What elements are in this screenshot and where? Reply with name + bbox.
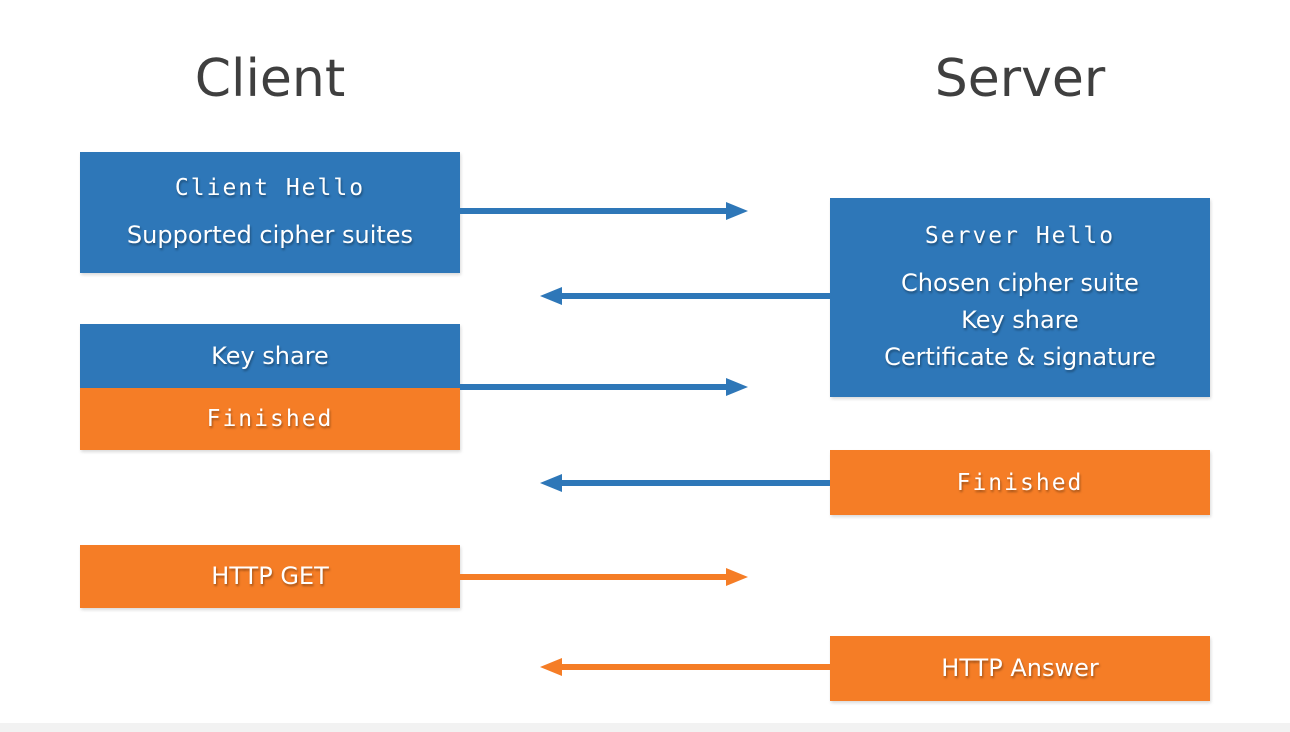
arrow-shaft — [561, 293, 830, 299]
key-share-finished-arrow-right — [460, 378, 748, 396]
server-hello-detail-keyshare: Key share — [961, 306, 1079, 334]
client-hello-detail: Supported cipher suites — [126, 221, 414, 249]
arrow-head-icon — [726, 568, 748, 586]
http-answer-label: HTTP Answer — [941, 654, 1099, 682]
http-answer-arrow-left — [540, 658, 830, 676]
client-finished-label: Finished — [206, 406, 334, 432]
arrow-head-icon — [726, 378, 748, 396]
server-hello-arrow-left — [540, 287, 830, 305]
http-get-label: HTTP GET — [211, 562, 329, 590]
client-hello-arrow-right — [460, 202, 748, 220]
arrow-shaft — [561, 664, 830, 670]
server-heading: Server — [934, 49, 1106, 109]
server-hello-detail-cipher: Chosen cipher suite — [901, 269, 1139, 297]
client-hello-box: Client Hello Supported cipher suites — [80, 152, 460, 273]
server-hello-box: Server Hello Chosen cipher suite Key sha… — [830, 198, 1210, 397]
arrow-head-icon — [540, 287, 562, 305]
arrow-shaft — [460, 384, 727, 390]
server-hello-title: Server Hello — [924, 223, 1116, 249]
server-finished-arrow-left — [540, 474, 830, 492]
arrow-shaft — [460, 208, 727, 214]
http-answer-box: HTTP Answer — [830, 636, 1210, 701]
arrow-head-icon — [726, 202, 748, 220]
client-hello-title: Client Hello — [174, 175, 366, 201]
arrow-shaft — [561, 480, 830, 486]
server-hello-detail-certificate: Certificate & signature — [884, 343, 1156, 371]
bottom-edge-strip — [0, 723, 1290, 732]
arrow-shaft — [460, 574, 727, 580]
client-heading: Client — [194, 49, 346, 109]
server-finished-label: Finished — [956, 469, 1084, 496]
http-get-box: HTTP GET — [80, 545, 460, 608]
client-key-share-label: Key share — [211, 341, 329, 370]
arrow-head-icon — [540, 658, 562, 676]
client-key-share-box: Key share — [80, 324, 460, 388]
client-finished-box: Finished — [80, 388, 460, 450]
server-finished-box: Finished — [830, 450, 1210, 515]
http-get-arrow-right — [460, 568, 748, 586]
arrow-head-icon — [540, 474, 562, 492]
